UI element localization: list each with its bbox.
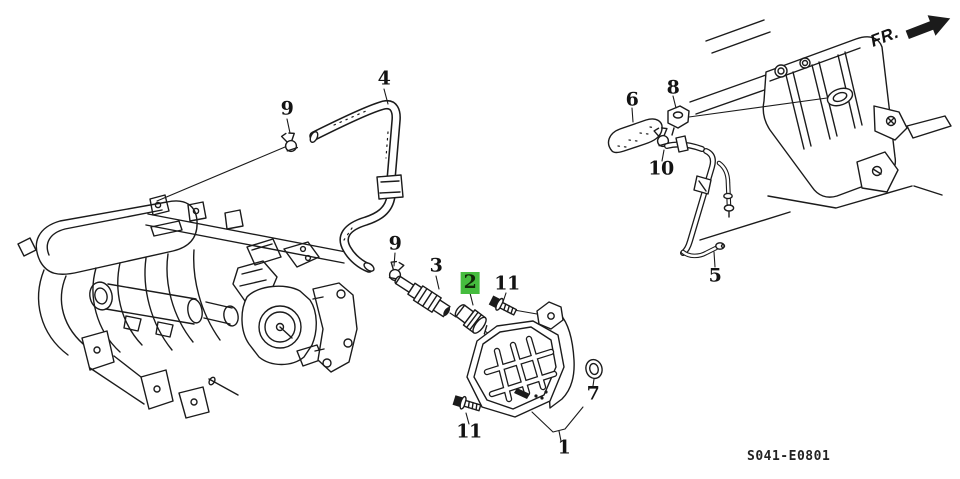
part-callout-10[interactable]: 10 <box>648 157 674 180</box>
breather-chamber-1-drawing <box>466 301 584 442</box>
part-callout-6[interactable]: 6 <box>625 88 639 111</box>
part-callout-8[interactable]: 8 <box>666 76 680 99</box>
diagram-code: S041-E0801 <box>747 449 831 464</box>
leader-lines <box>156 88 716 425</box>
part-callout-7[interactable]: 7 <box>586 382 600 405</box>
fr-direction: FR. <box>868 15 951 51</box>
part-callout-4[interactable]: 4 <box>377 67 391 90</box>
part-callout-2[interactable]: 2 <box>460 272 480 294</box>
grommet-2-drawing <box>454 304 488 335</box>
intake-manifold-drawing <box>17 194 358 419</box>
breather-hose-4-drawing <box>309 99 404 273</box>
cylinder-head-drawing <box>689 19 952 241</box>
oring-7-drawing <box>585 358 603 380</box>
clamp-9a-drawing <box>280 130 301 154</box>
vent-hose-6-drawing <box>607 118 663 154</box>
valve-8-drawing <box>667 97 828 136</box>
part-callout-3[interactable]: 3 <box>429 254 443 277</box>
pipe-5-drawing <box>664 135 735 259</box>
part-callout-9a[interactable]: 9 <box>280 97 294 120</box>
bolt-11a-drawing <box>487 293 519 319</box>
part-callout-11a[interactable]: 11 <box>494 272 520 295</box>
pcv-valve-3-drawing <box>394 275 451 318</box>
part-callout-5[interactable]: 5 <box>708 264 722 287</box>
hose-joint-sleeve <box>376 174 404 200</box>
fr-direction-label: FR. <box>868 23 902 51</box>
part-callout-11b[interactable]: 11 <box>456 420 482 443</box>
part-callout-1[interactable]: 1 <box>557 436 571 459</box>
callout-1-bracket <box>531 406 584 442</box>
part-callout-9b[interactable]: 9 <box>388 232 402 255</box>
fr-arrow-icon <box>905 15 951 40</box>
